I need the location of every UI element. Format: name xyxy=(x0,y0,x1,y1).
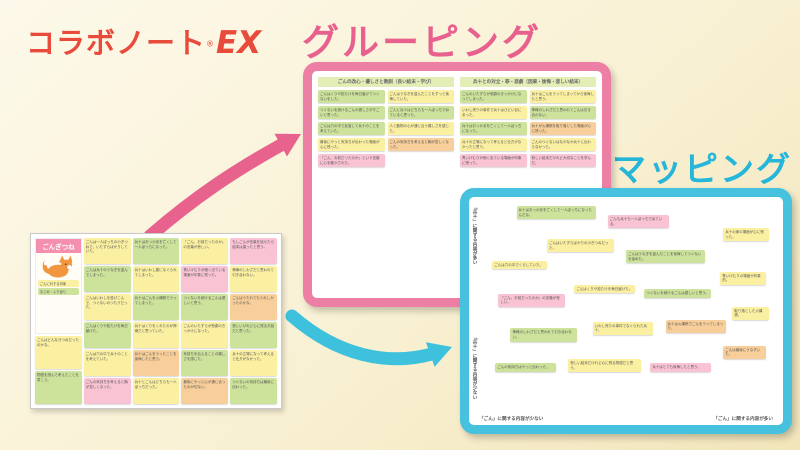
group-header-positive: ごんの改心・優しさと教訓（良い結末・学び） xyxy=(318,77,454,87)
group-tragedy-col-b: 兵十はごんをうってしまってから後悔したと思う。神様のしわざだと思われてごんは引き… xyxy=(529,90,596,292)
sticky-note[interactable]: 兵十の立場になって考えると仕方がなかった。 xyxy=(230,350,277,376)
sticky-note[interactable]: 「ごん、お前だったのか」の言葉が悲しい。 xyxy=(181,238,229,264)
sticky-note[interactable]: ごんのいたずらが悲劇のきっかけになった。 xyxy=(181,322,229,348)
sticky-note[interactable]: ごんは兵十のうなぎを盗んでしまった。 xyxy=(83,266,131,292)
sticky-note[interactable]: 兵十はいわし屋になぐられてしまった。 xyxy=(132,266,180,292)
sticky-note[interactable]: 悲しいけれど心に残るお話だと思った。 xyxy=(230,322,277,348)
fox-illustration xyxy=(43,255,73,278)
sticky-note[interactable]: ごんはくりや松たけを毎日届けた。 xyxy=(83,322,131,348)
sticky-note[interactable]: 人と動物の心が通じ合う難しさを感じた。 xyxy=(387,122,454,136)
sticky-note[interactable]: ごんは穴の中で兵十のことを考えていた。 xyxy=(83,350,131,376)
sticky-note[interactable]: 兵十はくりをくれたのが神様だと思っていた。 xyxy=(132,322,180,348)
sticky-note[interactable]: いわし売りの事件で兵十はひどい目にあった。 xyxy=(460,106,527,120)
sticky-note[interactable]: 「ごん、お前だったのか」の言葉が悲しい。 xyxy=(498,293,566,307)
note-column-3: 兵十はおっかあを亡くして一人ぼっちになった。兵十はいわし屋になぐられてしまった。… xyxy=(132,238,180,404)
sticky-note[interactable]: ごんの気持ちはやっと伝わった。 xyxy=(495,363,557,372)
app-logo: コラボノート®EX xyxy=(26,20,261,62)
sticky-note[interactable]: ごんのいたずらが悲劇のきっかけになってしまった。 xyxy=(460,90,527,104)
group-positive-col-a: ごんはくりや松たけを毎日届けてつぐないをした。つぐないを続けるごんの優しさがすご… xyxy=(318,90,385,292)
sticky-note[interactable]: 青いけむりの場面が印象的。 xyxy=(720,271,766,285)
sticky-note[interactable]: つぐないを続けるごんは優しいと思う。 xyxy=(644,289,712,298)
sticky-note[interactable]: ごんは最後にうなずいた。 xyxy=(723,345,766,359)
original-board: ごんぎつね ごんに対する印象 まとめ・ふり返り ごんはどんなきつねだったのかな。… xyxy=(30,233,282,409)
sticky-note[interactable]: ごんはうたれてもうれしかったのかな。 xyxy=(230,294,277,320)
sticky-note[interactable]: 神様のしわざだと思われて引き合わない。 xyxy=(510,328,578,342)
sticky-note[interactable]: 兵十とごんはどちらも一人ぼっちだった。 xyxy=(132,378,180,404)
sticky-note[interactable]: つぐないの気持ちは最後に伝わった。 xyxy=(230,378,277,404)
sticky-note[interactable]: 神様のしわざだと思われて引き合わない。 xyxy=(230,266,277,292)
sticky-note[interactable]: ごんも兵十も一人ぼっちで似ている。 xyxy=(607,215,669,229)
sticky-note[interactable]: ごんはどんなきつねだったのかな。 xyxy=(35,336,82,370)
note-column-1: ごんはどんなきつねだったのかな。物語を読んで考えたことを書こう。 xyxy=(35,336,82,405)
sticky-note[interactable]: ごんはうなぎを盗んだことをずっと後悔していた。 xyxy=(387,90,454,104)
sticky-note[interactable]: 悲しい結末だけれど大切なことを学んだ。 xyxy=(529,154,596,168)
grouping-arrow xyxy=(143,133,301,243)
axis-label-hyoju-low: 「兵十」に関する内容が少ない xyxy=(472,334,477,399)
app-logo-name: コラボノート xyxy=(26,26,207,60)
sticky-note[interactable]: 最後にやっと気持ちが伝わった場面が心に残った。 xyxy=(318,138,385,152)
note-column-2: ごんは一人ぼっちの小ぎつねで、いたずらばかりしていた。ごんは兵十のうなぎを盗んで… xyxy=(83,238,131,404)
sticky-note[interactable]: ごんはいわしを投げこんで、つぐないのつもりだった。 xyxy=(83,294,131,320)
grouping-heading: グルーピング xyxy=(302,21,542,64)
sticky-note[interactable]: 兵十の家の場面が心に残った。 xyxy=(723,228,769,242)
sticky-note[interactable]: ごんはいたずらばかりの小ぎつねだった。 xyxy=(546,239,614,253)
group-tragedy-columns: ごんのいたずらが悲劇のきっかけになってしまった。いわし売りの事件で兵十はひどい目… xyxy=(460,90,596,292)
sticky-note[interactable]: 兵十が火縄銃を取り落とした場面が心に残った。 xyxy=(529,122,596,136)
original-board-title-column: ごんぎつね ごんに対する印象 まとめ・ふり返り ごんはどんなきつねだったのかな。… xyxy=(35,238,82,405)
sticky-note[interactable]: ごんと兵十はどちらも一人ぼっちで似ていると思った。 xyxy=(387,106,454,120)
note-column-5: もしごんが言葉を話せたら結末は違ったと思う。神様のしわざだと思われて引き合わない… xyxy=(230,238,277,404)
sticky-note[interactable]: もしごんが言葉を話せたら結末は違ったと思う。 xyxy=(230,238,277,264)
sticky-note[interactable]: 取り落とした火縄銃。 xyxy=(732,306,769,320)
app-logo-suffix: EX xyxy=(216,25,262,61)
sticky-note[interactable]: つぐないを続けるごんは優しいと思う。 xyxy=(181,294,229,320)
sticky-note[interactable]: ごんは一人ぼっちの小ぎつねで、いたずらばかりしていた。 xyxy=(83,238,131,264)
sticky-note[interactable]: 神様のしわざだと思われてごんは引き合わない。 xyxy=(529,106,596,120)
axis-label-hyoju-high: 「兵十」に関する内容が多い xyxy=(472,205,477,265)
sticky-note[interactable]: 兵十は火縄銃でごんをうってしまった。 xyxy=(665,319,727,333)
sticky-note[interactable]: 兵十はおっかあを亡くして一人ぼっちになった。 xyxy=(132,238,180,264)
group-positive-columns: ごんはくりや松たけを毎日届けてつぐないをした。つぐないを続けるごんの優しさがすご… xyxy=(318,90,454,292)
sticky-note[interactable]: 悲しい結末だけれど心に残る物語だと思う。 xyxy=(568,358,642,373)
mapping-arrow xyxy=(285,309,452,367)
sticky-note[interactable]: 兵十はとても後悔したと思う。 xyxy=(650,363,712,372)
sticky-note[interactable]: ごんの気持ちを考えると胸が苦しくなった。 xyxy=(387,138,454,152)
group-tragedy-col-a: ごんのいたずらが悲劇のきっかけになってしまった。いわし売りの事件で兵十はひどい目… xyxy=(460,90,527,292)
sticky-note[interactable]: ごんはくりや松たけを毎日届けた。 xyxy=(574,284,636,294)
group-positive-col-b: ごんはうなぎを盗んだことをずっと後悔していた。ごんと兵十はどちらも一人ぼっちで似… xyxy=(387,90,454,292)
group-positive: ごんの改心・優しさと教訓（良い結末・学び） ごんはくりや松たけを毎日届けてつぐな… xyxy=(318,77,454,292)
mapping-canvas: 兵十はおっかあを亡くして一人ぼっちになったんだな。ごんも兵十も一人ぼっちで似てい… xyxy=(474,202,778,420)
sticky-note[interactable]: 青いけむりが細く出ている場面が印象に残った。 xyxy=(460,154,527,168)
sticky-note[interactable]: ごんはうなぎを盗んだことを後悔してつぐないを始めた。 xyxy=(626,249,706,264)
axis-label-gon-low: 「ごん」に関する内容が少ない xyxy=(479,417,544,422)
sticky-note[interactable]: 気持ちを伝えることの難しさを感じた。 xyxy=(181,350,229,376)
sticky-note[interactable]: いわし売りの事件でなぐられた兵十。 xyxy=(592,321,654,335)
group-header-tragedy: 兵十との対立・罪・悲劇（因果・後悔・悲しい結末） xyxy=(460,77,596,87)
sticky-note[interactable]: つぐないを続けるごんの優しさがすごいと思った。 xyxy=(318,106,385,120)
sticky-note[interactable]: ごんはくりや松たけを毎日届けてつぐないをした。 xyxy=(318,90,385,104)
board-title-card: ごんぎつね ごんに対する印象 まとめ・ふり返り xyxy=(35,238,82,335)
sticky-note[interactable]: ごんは穴の中で反省して兵十のことを考えていた。 xyxy=(318,122,385,136)
sticky-note[interactable]: 兵十はごんをうったことを後悔したと思う。 xyxy=(132,350,180,376)
sticky-note[interactable]: ごんのつぐないはなかなか兵十に伝わらなかった。 xyxy=(529,138,596,152)
sticky-note[interactable]: 兵十はおっかあを亡くして一人ぼっちになったんだな。 xyxy=(516,206,596,220)
mapping-heading: マッピング xyxy=(612,150,792,190)
board-label-summary: まとめ・ふり返り xyxy=(37,288,79,295)
sticky-note[interactable]: ごんの気持ちを考えると胸が苦しくなった。 xyxy=(83,378,131,404)
board-title: ごんぎつね xyxy=(36,239,81,253)
mapping-board: 兵十はおっかあを亡くして一人ぼっちになったんだな。ごんも兵十も一人ぼっちで似てい… xyxy=(460,188,792,434)
sticky-note[interactable]: 「ごん、お前だったのか」という言葉に心を動かされた。 xyxy=(318,154,385,168)
board-label-impression: ごんに対する印象 xyxy=(37,280,79,287)
sticky-note[interactable]: 青いけむりが細く出ている場面が印象に残った。 xyxy=(181,266,229,292)
sticky-note[interactable]: 兵十の立場になって考えると仕方がなかったと思う。 xyxy=(460,138,527,152)
note-column-4: 「ごん、お前だったのか」の言葉が悲しい。青いけむりが細く出ている場面が印象に残っ… xyxy=(181,238,229,404)
sticky-note[interactable]: 兵十はごんをうってしまってから後悔したと思う。 xyxy=(529,90,596,104)
sticky-note[interactable]: 最後にやっと心が通じ合ったのが切ない。 xyxy=(181,378,229,404)
axis-label-gon-high: 「ごん」に関する内容が多い xyxy=(713,417,773,422)
sticky-note[interactable]: 兵十はごんを火縄銃でうってしまった。 xyxy=(132,294,180,320)
registered-mark: ® xyxy=(206,39,215,49)
sticky-note[interactable]: 兵十はおっかあを亡くして一人ぼっちになった。 xyxy=(460,122,527,136)
group-tragedy: 兵十との対立・罪・悲劇（因果・後悔・悲しい結末） ごんのいたずらが悲劇のきっかけ… xyxy=(460,77,596,292)
sticky-note[interactable]: 物語を読んで考えたことを書こう。 xyxy=(35,371,82,405)
sticky-note[interactable]: ごんは穴の中でくらしていた。 xyxy=(492,260,547,270)
